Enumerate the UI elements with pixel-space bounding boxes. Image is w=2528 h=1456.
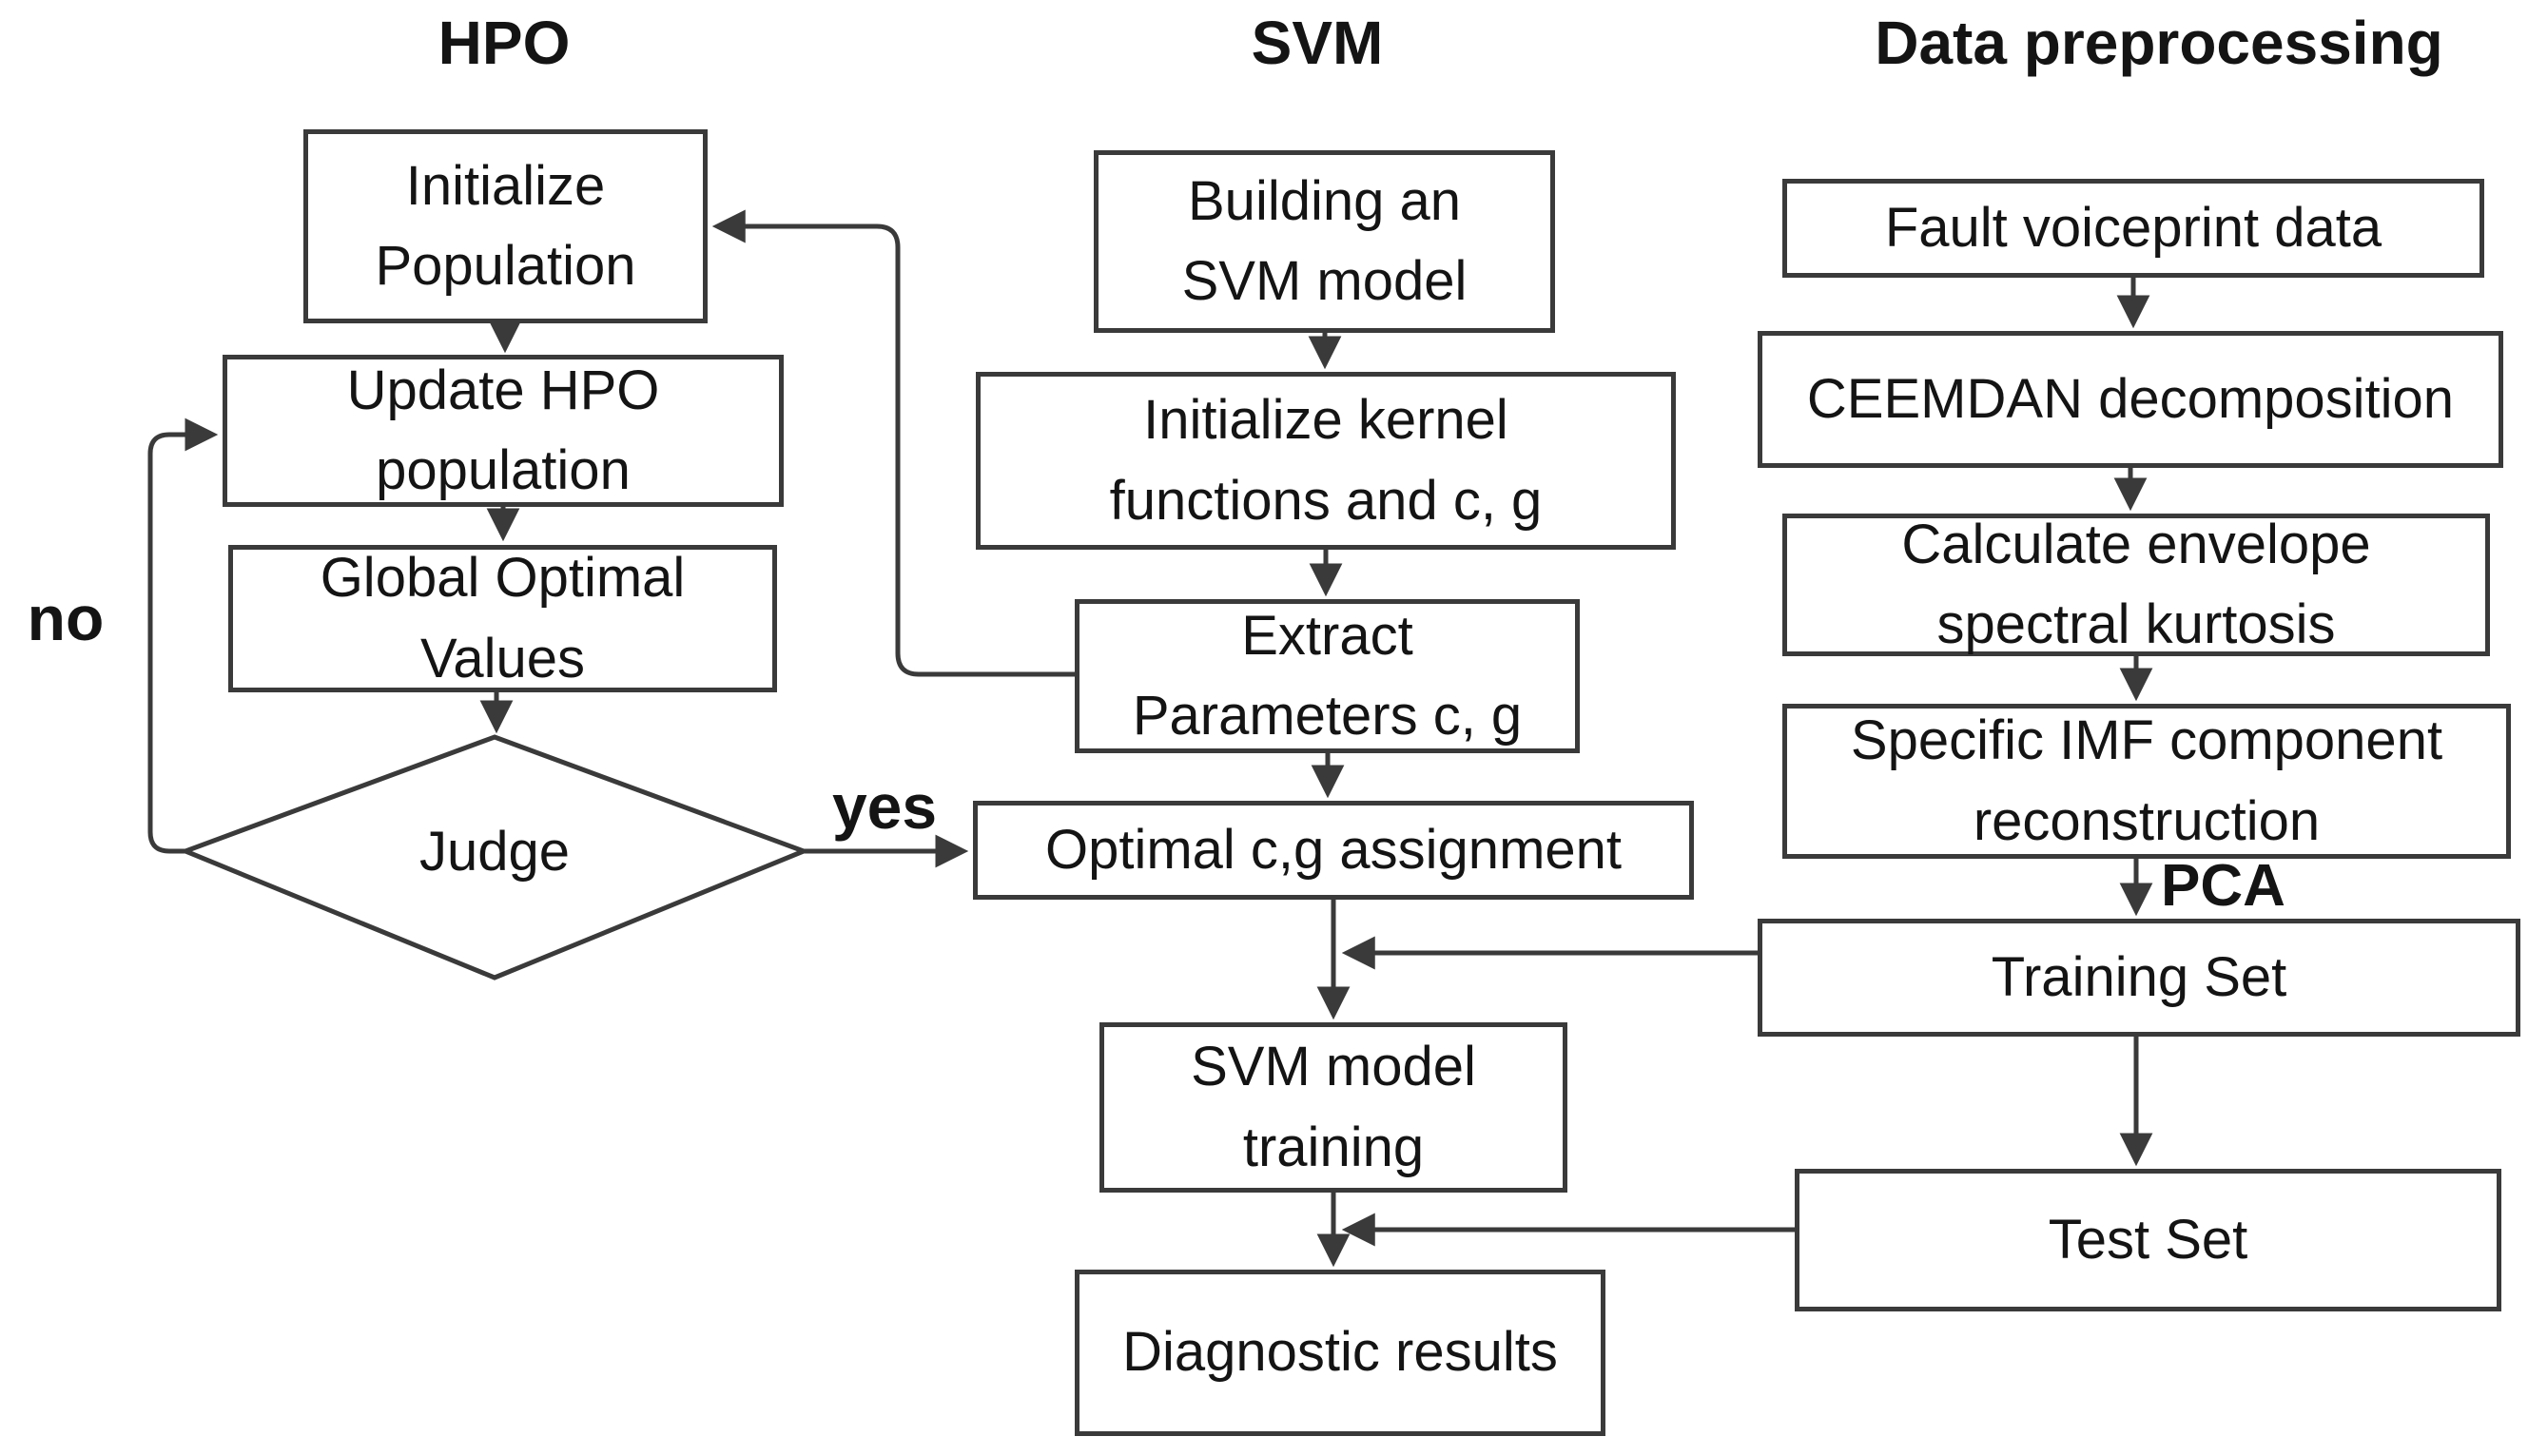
column-header-svm: SVM — [1251, 9, 1384, 77]
node-extract-parameters: Extract Parameters c, g — [1075, 599, 1580, 753]
node-diagnostic-results: Diagnostic results — [1075, 1270, 1605, 1436]
arrow-no-loop-judge-to-update — [147, 417, 219, 854]
node-update-hpo-population: Update HPO population — [223, 355, 784, 507]
edge-label-no: no — [27, 583, 105, 653]
node-initialize-kernel-functions: Initialize kernel functions and c, g — [976, 372, 1676, 550]
column-header-data-preprocessing: Data preprocessing — [1875, 9, 2443, 77]
edge-label-pca: PCA — [2161, 853, 2285, 919]
node-training-set: Training Set — [1758, 919, 2520, 1037]
node-building-svm-model: Building an SVM model — [1094, 150, 1555, 333]
node-optimal-cg-assignment: Optimal c,g assignment — [973, 801, 1694, 900]
arrow-extract-to-initialize — [711, 209, 1075, 677]
node-calculate-envelope-kurtosis: Calculate envelope spectral kurtosis — [1782, 514, 2490, 656]
node-judge-label: Judge — [418, 820, 571, 883]
edge-label-yes: yes — [831, 771, 938, 842]
node-svm-model-training: SVM model training — [1099, 1022, 1567, 1193]
node-ceemdan-decomposition: CEEMDAN decomposition — [1758, 331, 2503, 468]
node-test-set: Test Set — [1795, 1169, 2501, 1311]
judge-diamond-shape — [179, 734, 810, 980]
column-header-hpo: HPO — [438, 9, 571, 77]
node-global-optimal-values: Global Optimal Values — [228, 545, 777, 692]
node-initialize-population: Initialize Population — [303, 129, 708, 323]
node-specific-imf-reconstruction: Specific IMF component reconstruction — [1782, 704, 2511, 859]
node-fault-voiceprint-data: Fault voiceprint data — [1782, 179, 2484, 278]
